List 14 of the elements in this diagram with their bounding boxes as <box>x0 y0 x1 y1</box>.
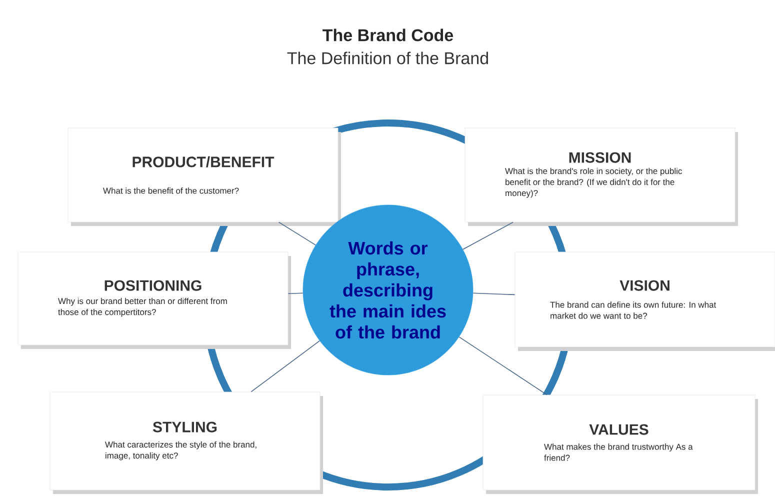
text-card: POSITIONING Why is our brand better than or different from those of the compertitors? <box>18 252 291 349</box>
connector-line <box>472 292 516 296</box>
text-card: VISION The brand can define its own future: In what market do we want to be? <box>514 252 775 351</box>
connector-line <box>250 340 320 392</box>
connector-line <box>462 222 514 250</box>
title: The Brand Code <box>322 28 454 42</box>
text-card: MISSION What is the brand's role in society, or the public benefit or the brand? (If we didn't do it for the money)? <box>464 128 738 226</box>
connector-line <box>278 222 316 246</box>
connector-line <box>458 336 548 396</box>
subtitle: The Definition of the Brand <box>287 52 488 64</box>
text-card: VALUES What makes the brand trustworthy As a friend? <box>482 394 758 494</box>
connector-line <box>288 292 304 294</box>
text-card: PRODUCT/BENEFIT What is the benefit of the customer? <box>68 128 341 226</box>
text-card: STYLING What caracterizes the style of the brand, image, tonality etc? <box>50 392 323 494</box>
